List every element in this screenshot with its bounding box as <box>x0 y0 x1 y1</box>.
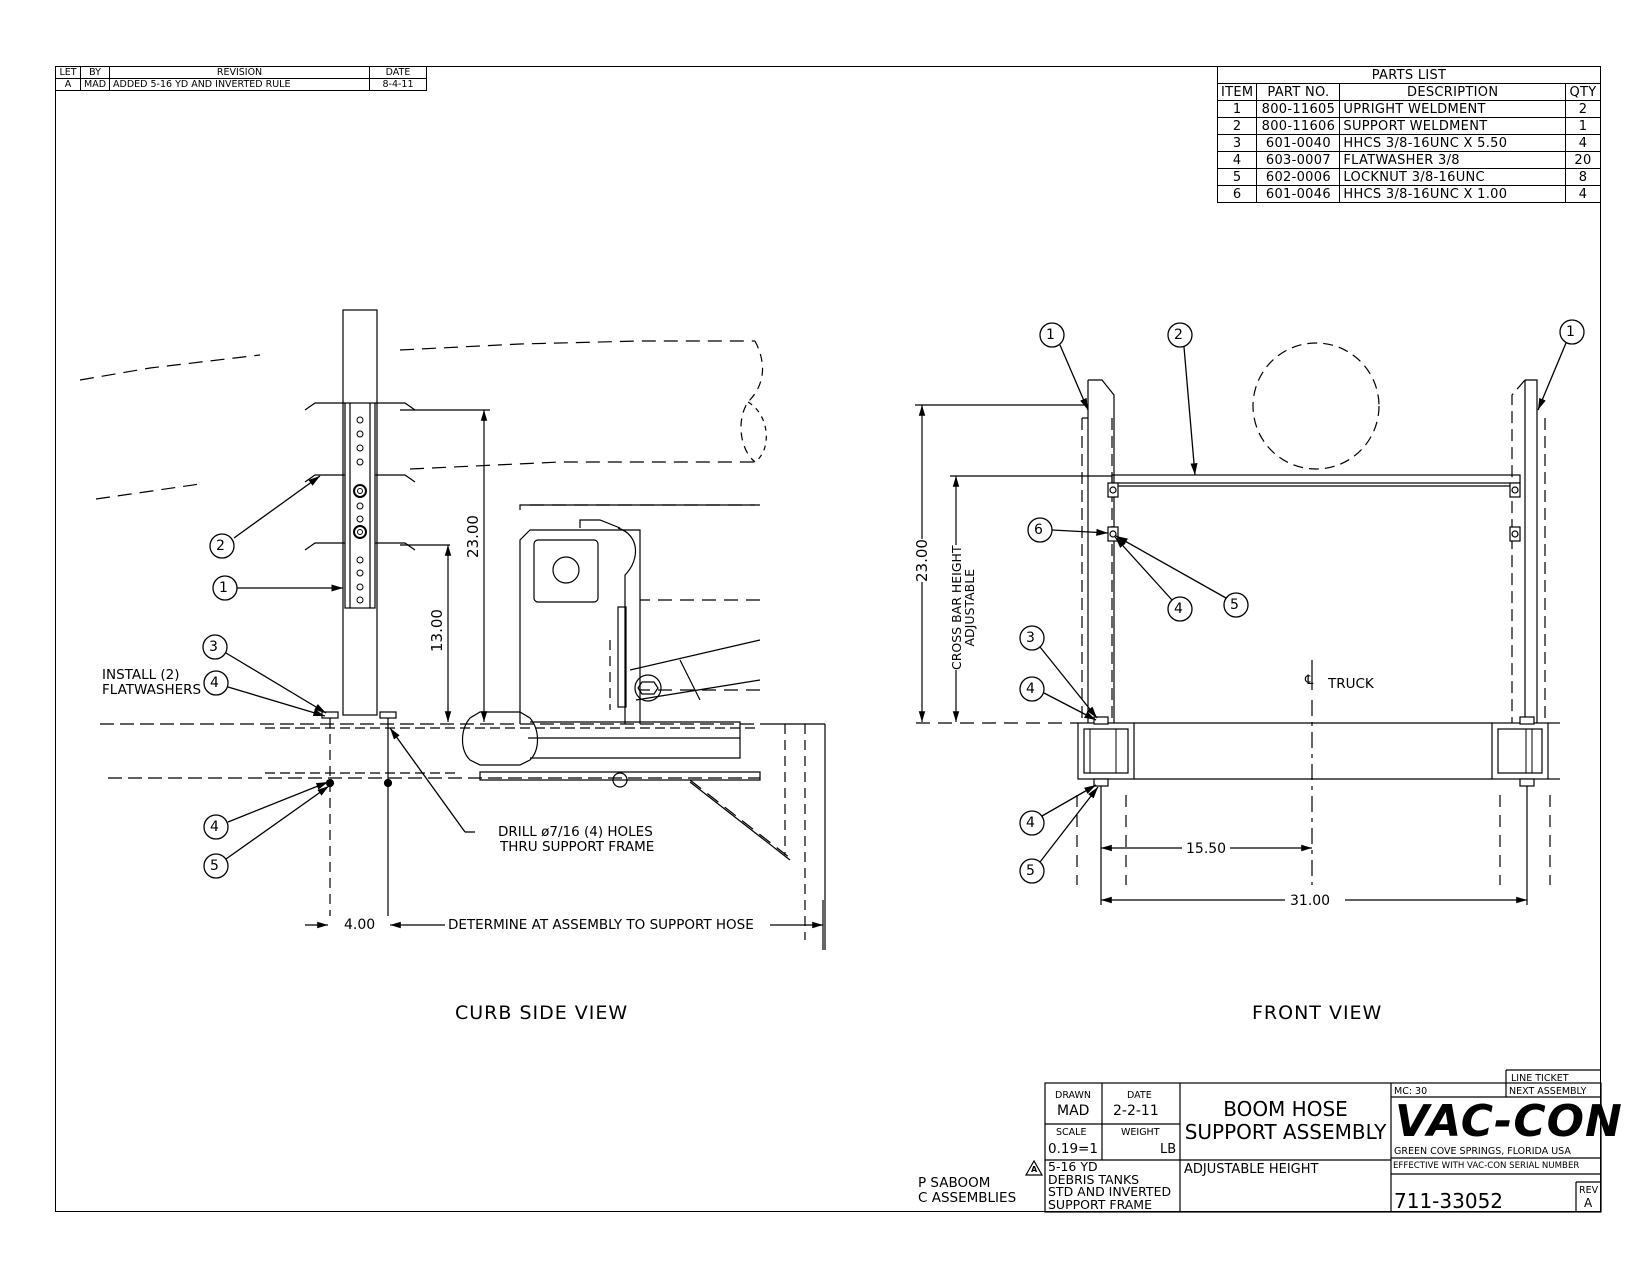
balloon-number: 4 <box>1026 815 1035 831</box>
install-note: INSTALL (2) FLATWASHERS <box>102 668 201 698</box>
date-value: 2-2-11 <box>1113 1103 1159 1119</box>
dim-15-50: 15.50 <box>1186 841 1227 857</box>
drill-note-line2: THRU SUPPORT FRAME <box>500 839 655 855</box>
part-qty: 20 <box>1565 151 1601 169</box>
desc-line2: DEBRIS TANKS <box>1048 1171 1140 1187</box>
scale-label: SCALE <box>1056 1127 1087 1138</box>
curb-side-view-title: CURB SIDE VIEW <box>455 1002 629 1024</box>
balloon-number: 1 <box>1046 327 1055 343</box>
dim-determine: DETERMINE AT ASSEMBLY TO SUPPORT HOSE <box>445 917 757 933</box>
company-location: GREEN COVE SPRINGS, FLORIDA USA <box>1394 1146 1571 1157</box>
line-ticket-label: LINE TICKET <box>1511 1073 1569 1084</box>
title-block-frame <box>1024 1069 1602 1213</box>
rev-row-date: 8-4-11 <box>369 78 427 91</box>
drawing-sheet-border <box>55 66 1601 1212</box>
balloon-number: 4 <box>210 675 219 691</box>
weight-label: WEIGHT <box>1121 1127 1160 1138</box>
front-view <box>915 319 1585 905</box>
drawing-number: 711-33052 <box>1394 1189 1504 1213</box>
rev-row-by: MAD <box>79 78 111 91</box>
desc-line3: STD AND INVERTED <box>1048 1184 1172 1199</box>
dim-13-curb: 13.00 <box>428 609 446 652</box>
balloon-number: 4 <box>1026 681 1035 697</box>
rev-value: A <box>1584 1196 1593 1210</box>
rev-label: REV <box>1579 1185 1599 1196</box>
balloon-number: 2 <box>216 538 225 554</box>
balloon-number: 5 <box>1230 597 1239 613</box>
install-note-line2: FLATWASHERS <box>102 682 202 698</box>
part-qty: 4 <box>1565 185 1601 203</box>
parts-header-part-no: PART NO. <box>1256 83 1341 101</box>
assembly-notes: P SABOOM C ASSEMBLIES <box>918 1176 1016 1206</box>
cross-bar-note: CROSS BAR HEIGHT ADJUSTABLE <box>949 545 977 670</box>
effective-serial-label: EFFECTIVE WITH VAC-CON SERIAL NUMBER <box>1393 1161 1580 1171</box>
dim-31-00: 31.00 <box>1290 893 1331 909</box>
balloon-number: 1 <box>219 580 228 596</box>
balloon-number: 2 <box>1174 327 1183 343</box>
balloon-number: 4 <box>1174 601 1183 617</box>
part-number: 602-0006 <box>1256 168 1341 186</box>
next-assembly-label: NEXT ASSEMBLY <box>1509 1086 1587 1097</box>
vac-con-logo: VAC-CON <box>1395 1096 1623 1147</box>
revision-block: LET BY REVISION DATE A MAD ADDED 5-16 YD… <box>55 66 427 91</box>
note-c-line: C ASSEMBLIES <box>918 1190 1017 1206</box>
balloon-number: 6 <box>1034 522 1043 538</box>
drill-note-line1: DRILL ø7/16 (4) HOLES <box>498 824 653 840</box>
part-description: SUPPORT WELDMENT <box>1339 117 1566 135</box>
curb-side-view <box>79 309 826 950</box>
parts-list: PARTS LIST ITEM PART NO. DESCRIPTION QTY… <box>1216 66 1601 203</box>
part-item: 6 <box>1216 185 1258 203</box>
drawing-description: 5-16 YD DEBRIS TANKS STD AND INVERTED SU… <box>1048 1159 1172 1212</box>
dim-23-curb: 23.00 <box>464 515 482 558</box>
part-number: 601-0046 <box>1256 185 1341 203</box>
part-description: HHCS 3/8-16UNC X 1.00 <box>1339 185 1566 203</box>
desc-line1: 5-16 YD <box>1048 1159 1098 1174</box>
note-p-line: P SABOOM <box>918 1175 991 1191</box>
drawing-title-line1: BOOM HOSE <box>1223 1097 1348 1121</box>
balloon-number: 4 <box>210 819 219 835</box>
weight-unit: LB <box>1160 1142 1177 1157</box>
balloon-number: 1 <box>1566 324 1575 340</box>
balloon-number: 5 <box>1026 863 1035 879</box>
desc-line4: SUPPORT FRAME <box>1048 1196 1152 1212</box>
mc-value: MC: 30 <box>1394 1086 1428 1097</box>
centerline-symbol: ℄ <box>1305 673 1314 688</box>
cross-bar-line2: ADJUSTABLE <box>962 568 977 647</box>
install-note-line1: INSTALL (2) <box>102 667 180 683</box>
drawing-subtitle: ADJUSTABLE HEIGHT <box>1184 1162 1319 1177</box>
revision-triangle-letter: A <box>1031 1165 1038 1174</box>
balloon-number: 3 <box>209 639 218 655</box>
rev-row-let: A <box>55 78 81 91</box>
balloon-number: 5 <box>210 858 219 874</box>
drawing-title: BOOM HOSE SUPPORT ASSEMBLY <box>1180 1098 1391 1144</box>
drill-note: DRILL ø7/16 (4) HOLES THRU SUPPORT FRAME <box>498 825 654 855</box>
truck-label: TRUCK <box>1328 676 1374 692</box>
front-view-title: FRONT VIEW <box>1252 1002 1383 1024</box>
date-label: DATE <box>1127 1090 1152 1101</box>
part-number: 800-11606 <box>1256 117 1341 135</box>
part-number: 603-0007 <box>1256 151 1341 169</box>
dim-4-curb: 4.00 <box>344 917 376 933</box>
scale-value: 0.19=1 <box>1048 1141 1098 1157</box>
dim-23-front: 23.00 <box>913 539 931 582</box>
drawn-value: MAD <box>1057 1103 1090 1119</box>
balloon-number: 3 <box>1026 630 1035 646</box>
drawn-label: DRAWN <box>1055 1090 1092 1101</box>
drawing-title-line2: SUPPORT ASSEMBLY <box>1184 1120 1387 1144</box>
